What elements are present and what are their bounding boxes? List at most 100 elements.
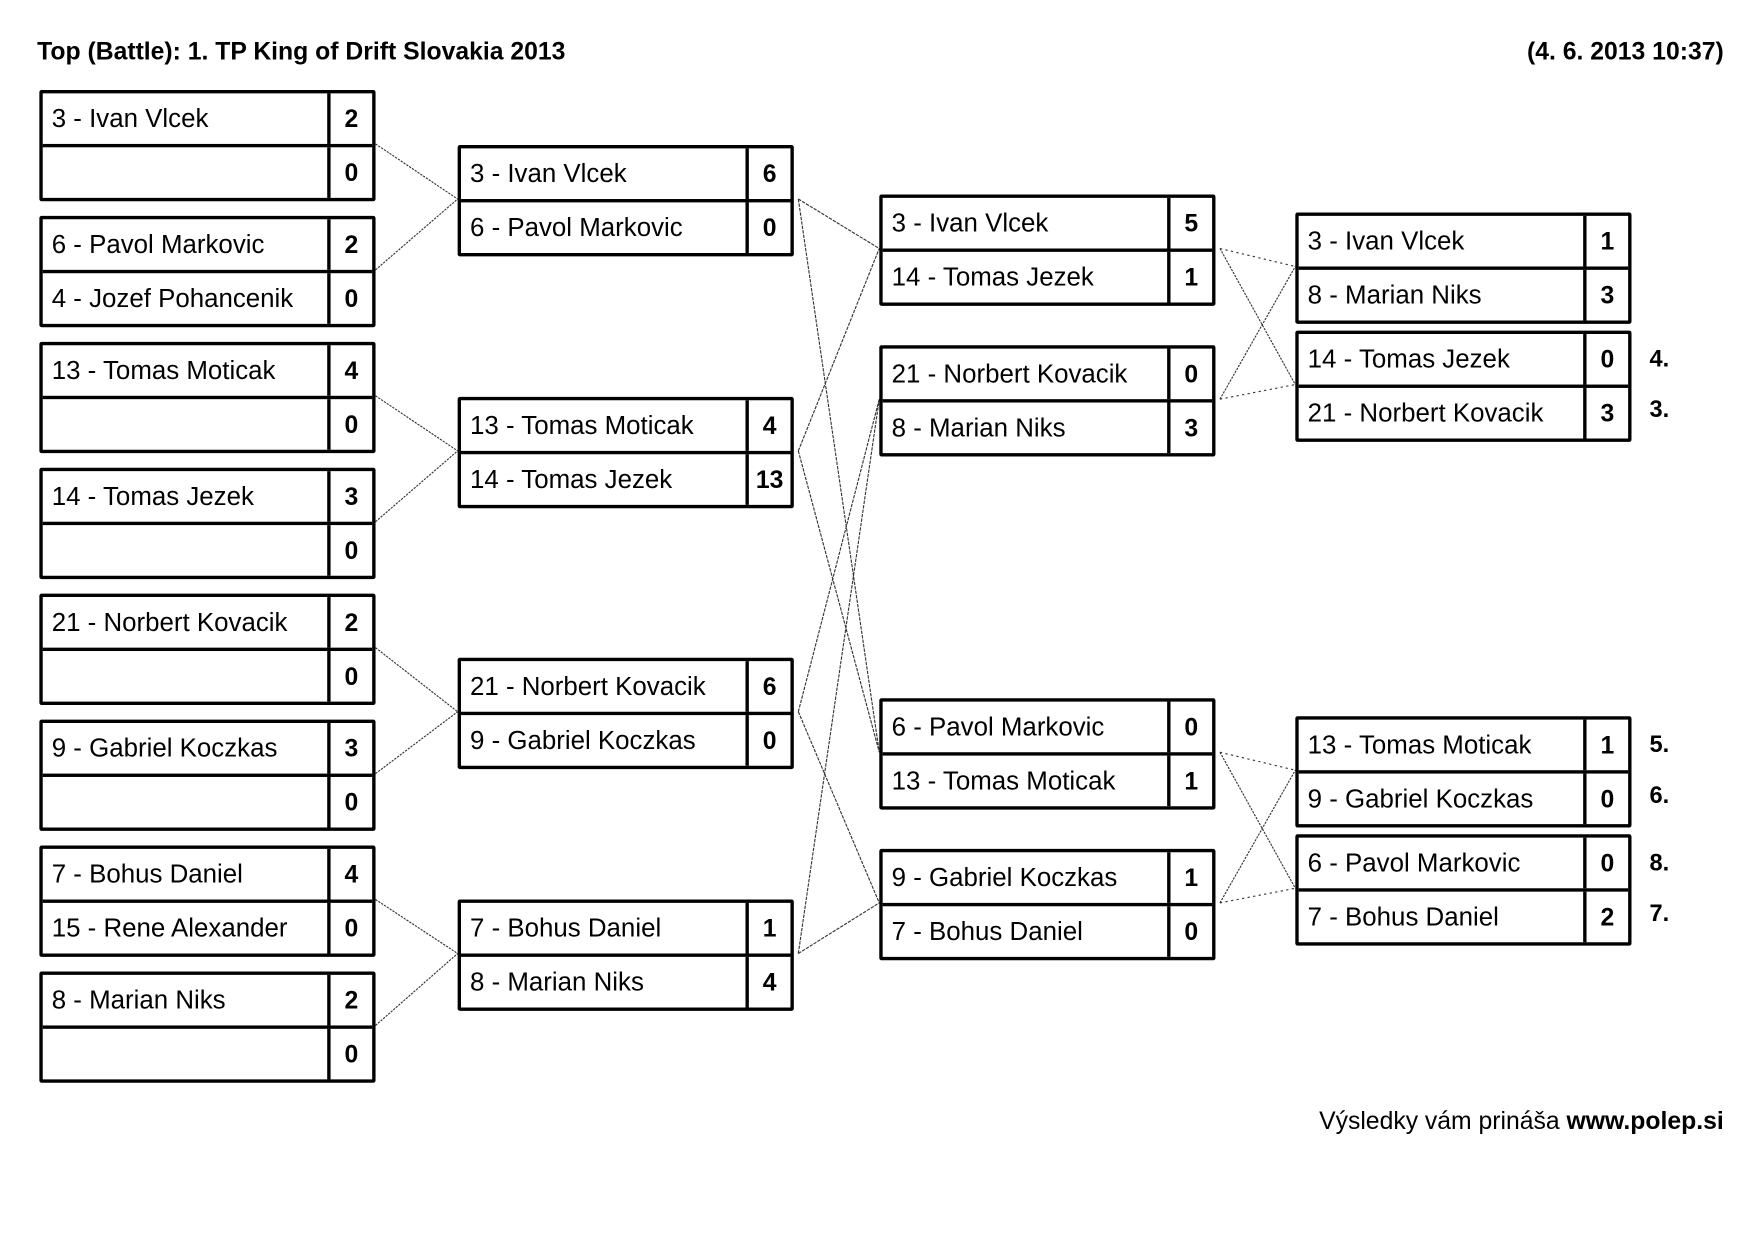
competitor-row: 0 (42, 1025, 373, 1080)
competitor-score: 4 (327, 345, 372, 396)
connector-line (1219, 248, 1296, 385)
page-title: Top (Battle): 1. TP King of Drift Slovak… (37, 37, 566, 66)
competitor-score: 4 (745, 400, 790, 451)
competitor-row: 0 (42, 647, 373, 702)
connector-line (798, 902, 880, 954)
competitor-row: 13 - Tomas Moticak 1 (882, 752, 1213, 807)
competitor-row: 14 - Tomas Jezek 3 (43, 471, 372, 522)
connector-line (798, 198, 880, 249)
connector-line (375, 711, 458, 775)
competitor-name: 14 - Tomas Jezek (51, 481, 254, 511)
competitor-name: 9 - Gabriel Koczkas (891, 862, 1118, 892)
competitor-name: 4 - Jozef Pohancenik (51, 283, 294, 313)
competitor-score: 4 (745, 956, 790, 1008)
competitor-name: 7 - Bohus Daniel (891, 916, 1083, 946)
competitor-score: 3 (327, 471, 372, 522)
connector-line (375, 647, 458, 713)
connector-line (797, 711, 880, 904)
competitor-score: 0 (327, 273, 372, 324)
competitor-score: 6 (745, 661, 790, 712)
competitor-score: 3 (1167, 402, 1212, 454)
connector-line (1219, 247, 1296, 268)
final-rank: 3. (1649, 396, 1670, 423)
competitor-score: 0 (327, 525, 372, 576)
competitor-score: 1 (1583, 719, 1628, 771)
competitor-score: 6 (745, 148, 790, 200)
competitor-name (43, 525, 327, 576)
competitor-score: 0 (327, 147, 372, 198)
footer: Výsledky vám prináša www.polep.si (1319, 1106, 1724, 1135)
competitor-name: 13 - Tomas Moticak (51, 355, 276, 385)
competitor-name: 3 - Ivan Vlcek (51, 103, 209, 133)
final-rank: 6. (1649, 782, 1670, 809)
competitor-row: 0 (42, 773, 373, 828)
competitor-row: 8 - Marian Niks 3 (882, 399, 1213, 454)
competitor-row: 4 - Jozef Pohancenik 0 (42, 269, 373, 324)
connector-line (1219, 751, 1296, 889)
final-rank: 7. (1649, 900, 1670, 927)
competitor-score: 2 (1583, 891, 1628, 943)
competitor-name: 13 - Tomas Moticak (1307, 729, 1532, 759)
competitor-name: 6 - Pavol Markovic (51, 229, 265, 259)
competitor-name (43, 147, 327, 198)
competitor-name (43, 399, 327, 450)
competitor-name: 13 - Tomas Moticak (891, 765, 1116, 795)
competitor-row: 6 - Pavol Markovic 0 (883, 701, 1212, 753)
competitor-score: 2 (327, 597, 372, 648)
footer-link[interactable]: www.polep.si (1566, 1106, 1724, 1135)
match-box: 6 - Pavol Markovic 0 13 - Tomas Moticak 1 (879, 698, 1216, 810)
competitor-row: 13 - Tomas Moticak 1 (1299, 719, 1628, 771)
competitor-row: 0 (42, 521, 373, 576)
competitor-name: 8 - Marian Niks (891, 412, 1066, 442)
competitor-name: 21 - Norbert Kovacik (469, 671, 706, 701)
competitor-score: 0 (327, 776, 372, 828)
competitor-name: 6 - Pavol Markovic (891, 711, 1105, 741)
competitor-score: 3 (327, 722, 372, 774)
competitor-name: 14 - Tomas Jezek (469, 464, 673, 494)
connector-line (797, 399, 880, 954)
connector-line (375, 395, 458, 452)
competitor-score: 1 (1583, 215, 1628, 267)
final-rank: 8. (1649, 850, 1670, 876)
competitor-row: 0 (42, 395, 373, 450)
competitor-row: 14 - Tomas Jezek 0 (1299, 333, 1628, 385)
competitor-name: 14 - Tomas Jezek (1307, 344, 1510, 374)
competitor-score: 0 (1583, 837, 1628, 889)
competitor-score: 1 (1167, 755, 1212, 807)
connector-line (797, 248, 880, 452)
competitor-name: 3 - Ivan Vlcek (1307, 226, 1465, 256)
competitor-row: 13 - Tomas Moticak 4 (43, 345, 372, 396)
competitor-score: 0 (1583, 333, 1628, 385)
competitor-name: 8 - Marian Niks (469, 966, 644, 997)
competitor-name: 7 - Bohus Daniel (51, 859, 243, 889)
competitor-score: 0 (1167, 906, 1212, 957)
connector-line (797, 198, 880, 753)
competitor-score: 0 (1167, 701, 1212, 753)
connector-line (375, 899, 458, 954)
connector-line (1219, 769, 1296, 904)
